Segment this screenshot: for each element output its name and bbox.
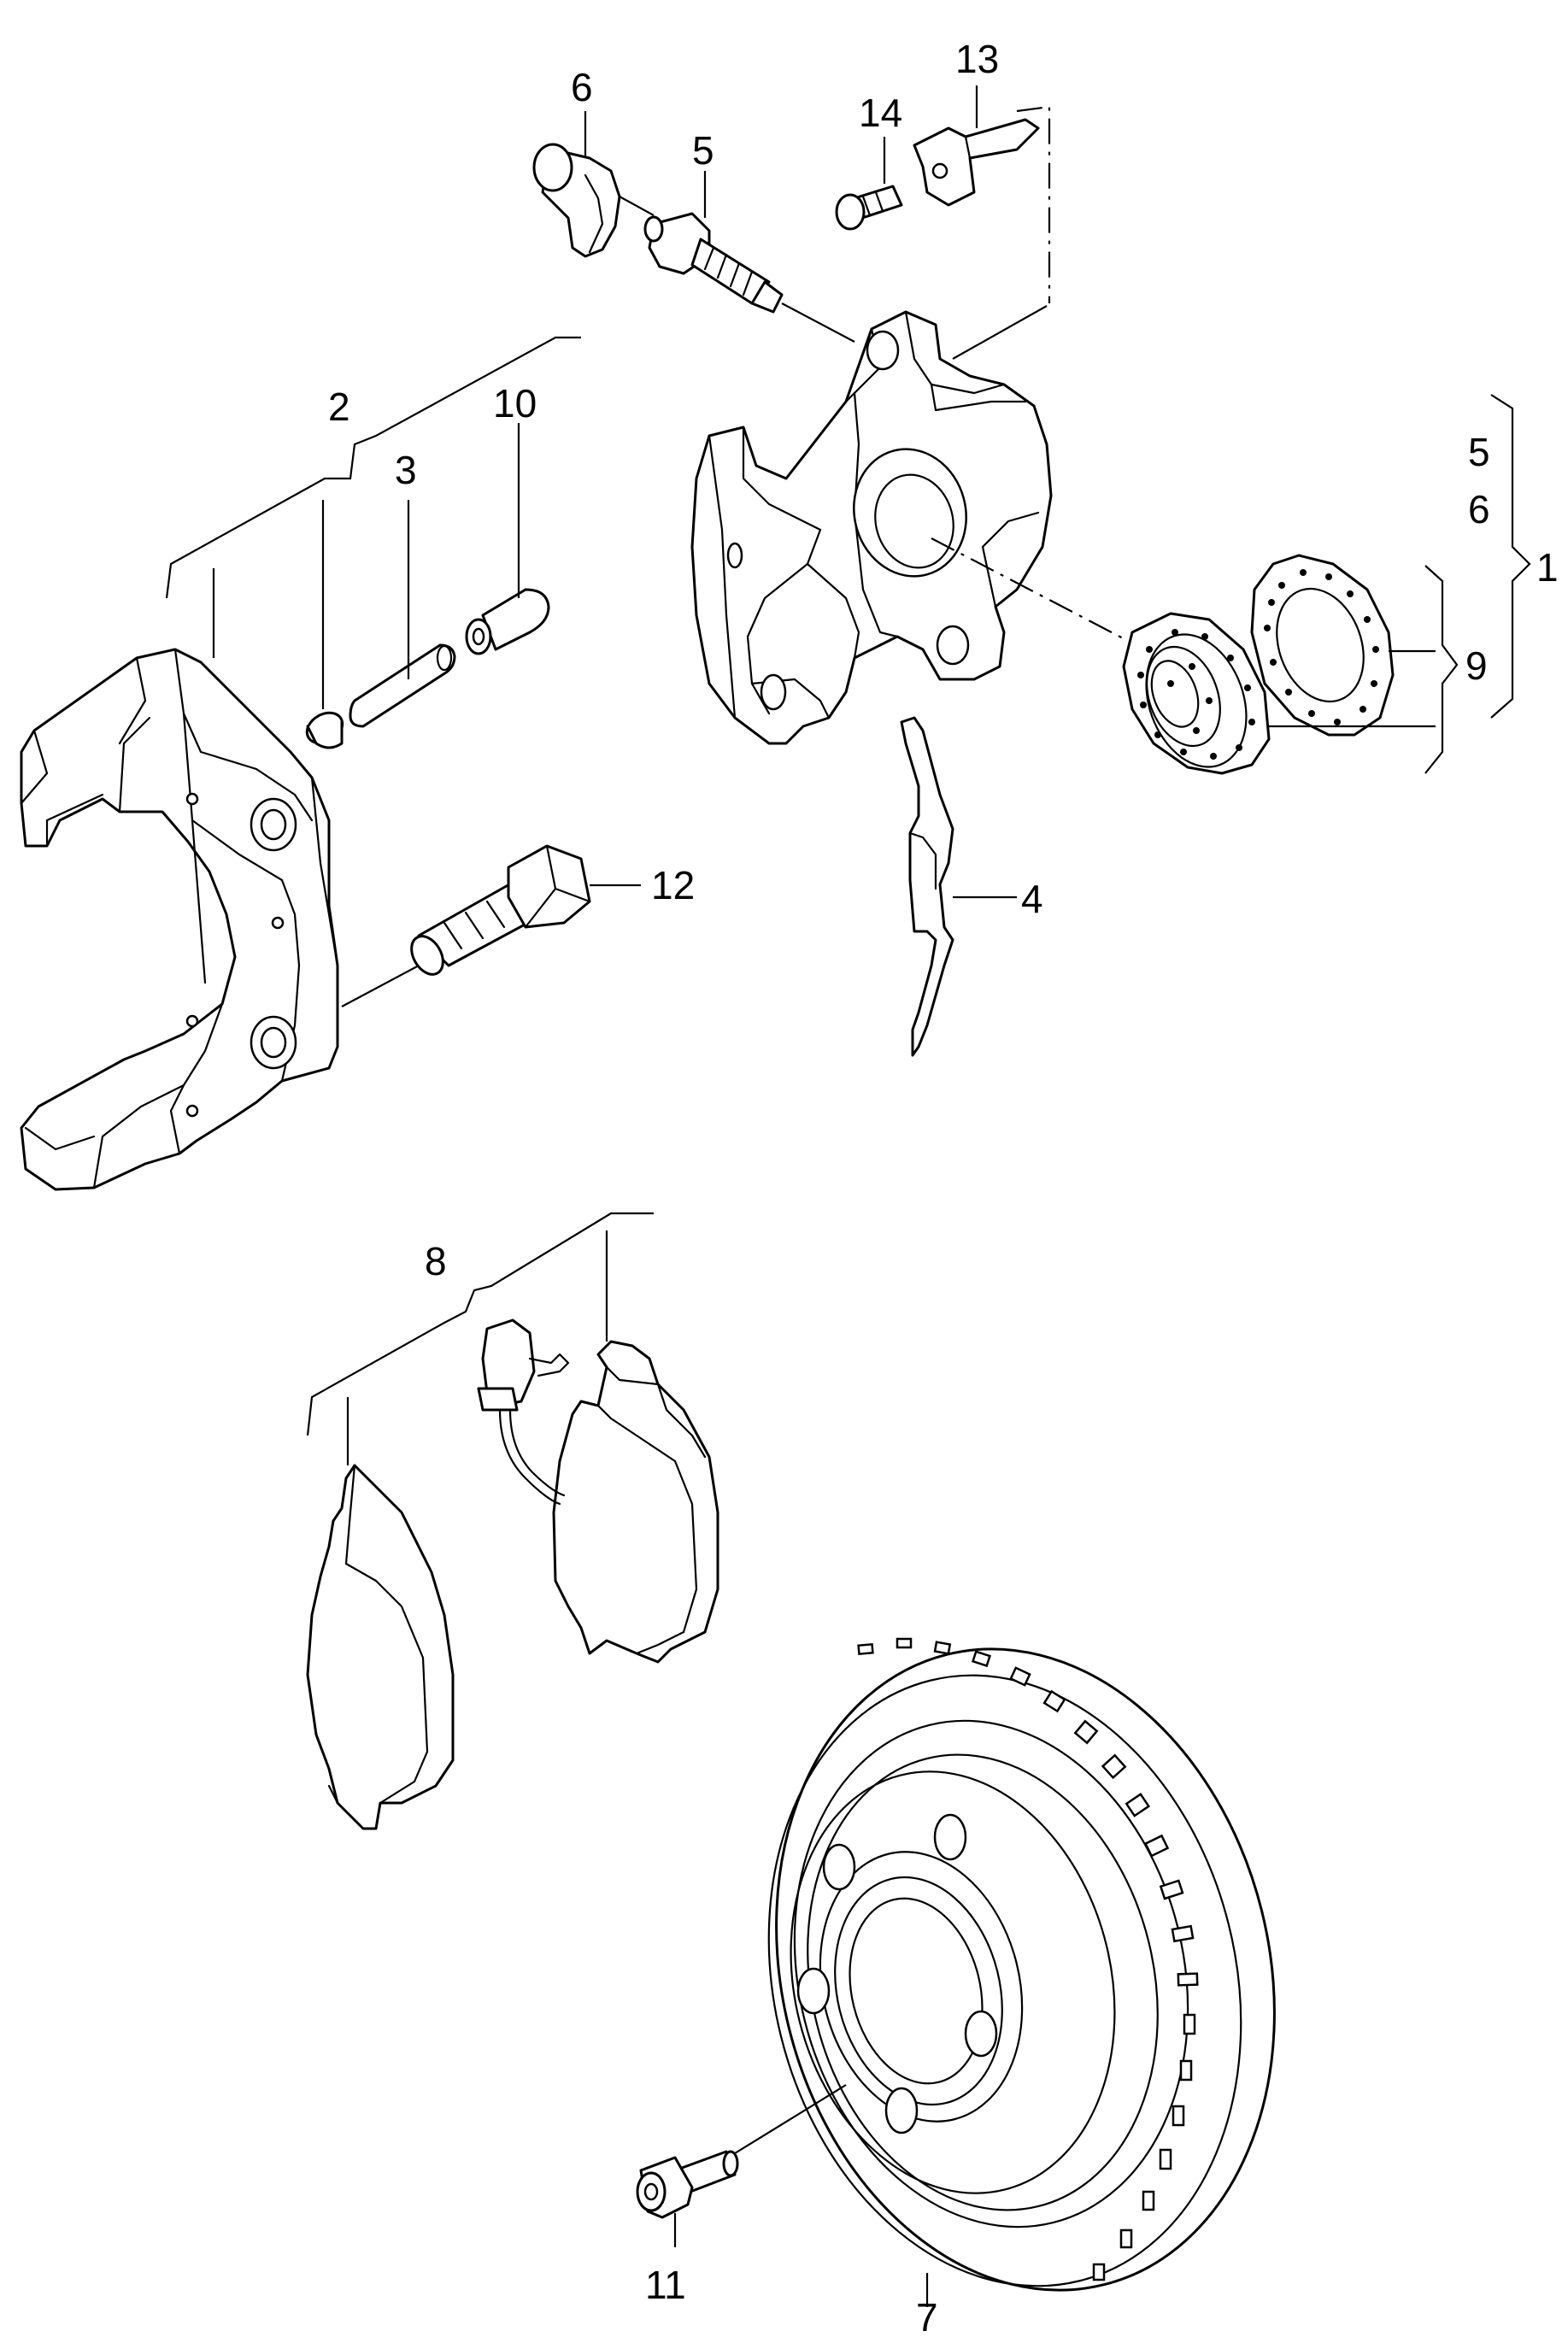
callout-13: 13 <box>955 37 999 81</box>
piston-seal-dots <box>1264 569 1379 725</box>
callout-6: 6 <box>571 65 593 109</box>
callout-14: 14 <box>859 91 902 135</box>
piston-seal <box>1250 554 1395 737</box>
wear-sensor <box>477 1318 570 1506</box>
bleeder-cap <box>532 143 621 258</box>
carrier-bolt <box>410 844 591 976</box>
callout-1: 1 <box>1536 545 1559 590</box>
guide-sleeve <box>465 588 550 655</box>
caliper-piston <box>1122 612 1271 775</box>
bleeder-screw <box>643 212 784 314</box>
callout-5: 5 <box>692 128 714 173</box>
brake-caliper <box>690 310 1053 745</box>
brake-line-bracket <box>913 118 1040 207</box>
disc-screw <box>636 2150 739 2219</box>
piston-dots <box>1137 629 1255 760</box>
leader-lines <box>165 85 1531 2307</box>
brake-disc <box>767 1647 1276 2292</box>
callout-11: 11 <box>645 2263 686 2307</box>
small-bolt <box>835 185 903 231</box>
anti-rattle-spring <box>900 716 954 1057</box>
callout-7: 7 <box>916 2295 938 2337</box>
callout-6-group: 6 <box>1468 487 1490 531</box>
disc-vent-holes <box>857 1637 1199 2281</box>
callout-numbers: 2 3 10 6 5 14 13 5 6 1 9 12 4 8 11 7 <box>328 37 1559 2337</box>
brake-pad-inner <box>552 1340 719 1664</box>
brake-pad-outer <box>306 1464 455 1830</box>
callout-10: 10 <box>493 381 537 426</box>
callout-12: 12 <box>651 863 695 907</box>
callout-5-group: 5 <box>1468 430 1490 474</box>
callout-3: 3 <box>395 448 417 492</box>
callout-8: 8 <box>425 1239 447 1283</box>
callout-9: 9 <box>1465 643 1488 688</box>
guide-pin <box>349 643 456 728</box>
dust-cap <box>305 711 344 749</box>
callout-4: 4 <box>1021 877 1043 921</box>
brake-carrier <box>20 648 339 1191</box>
callout-2: 2 <box>328 385 350 429</box>
